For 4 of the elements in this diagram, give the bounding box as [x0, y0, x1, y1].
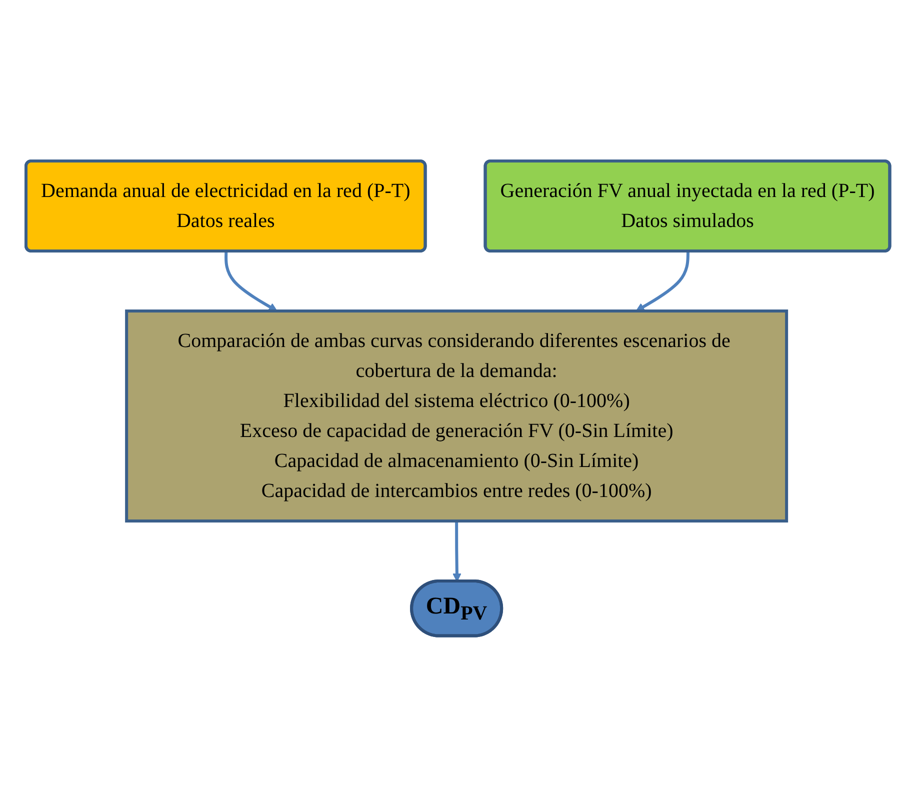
arrow — [452, 520, 461, 582]
node-box: Comparación de ambas curvas considerando diferentes escenarios de cobertura de la demanda: Flexibilidad del sistema eléctrico (0-100%) Exceso de capacidad de generación FV (0-Sin Límite) Capacidad de almacenamiento (0-Sin Límite) Capacidad de intercambios entre redes (0-100%) — [124, 309, 788, 522]
arrow — [224, 251, 277, 311]
arrow — [635, 251, 690, 311]
